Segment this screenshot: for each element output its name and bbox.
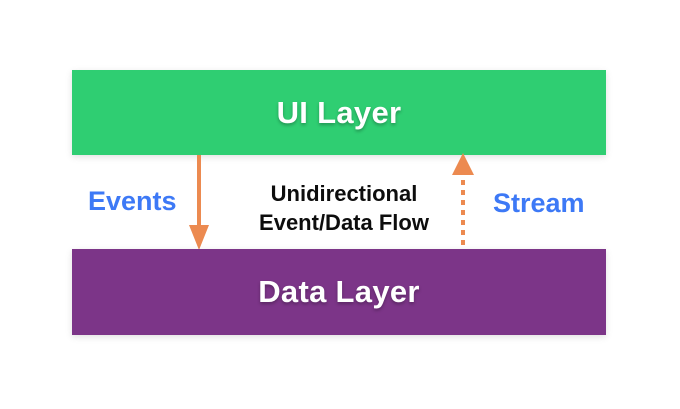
arrow-up-icon [452, 153, 474, 175]
events-arrow-line [197, 155, 201, 227]
events-label: Events [88, 186, 177, 216]
center-caption-line2: Event/Data Flow [259, 210, 429, 235]
data-layer-box: Data Layer [72, 249, 606, 335]
ui-layer-box: UI Layer [72, 70, 606, 155]
center-caption: Unidirectional Event/Data Flow [244, 179, 444, 237]
stream-arrow-line [461, 180, 465, 251]
center-caption-line1: Unidirectional [270, 181, 418, 206]
data-layer-label: Data Layer [258, 274, 420, 309]
stream-arrow [451, 153, 475, 251]
stream-label: Stream [493, 188, 585, 218]
arrow-down-icon [189, 225, 209, 250]
ui-layer-label: UI Layer [276, 94, 402, 130]
events-arrow [188, 155, 210, 250]
